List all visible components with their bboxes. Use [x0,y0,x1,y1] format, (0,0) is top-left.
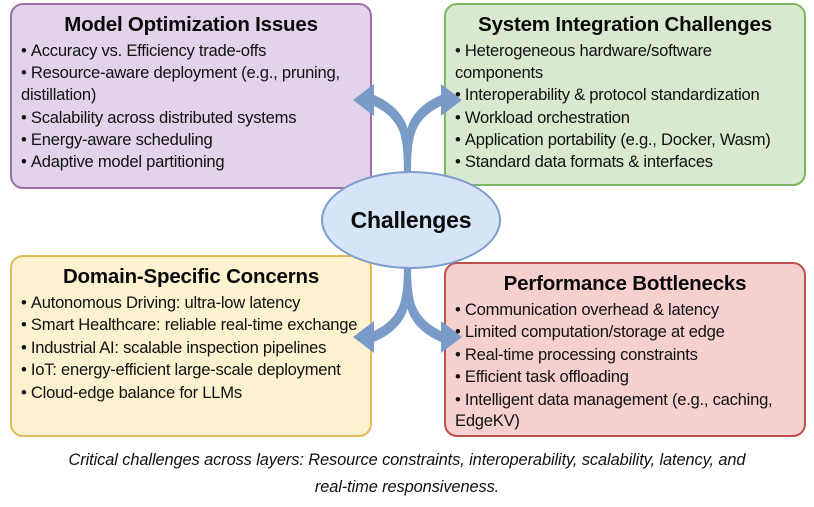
center-node-label: Challenges [350,206,472,233]
panel-model-optimization-issues[interactable]: Model Optimization Issues Accuracy vs. E… [10,3,372,189]
list-item: Real-time processing constraints [455,344,795,366]
list-item: Accuracy vs. Efficiency trade-offs [21,40,361,62]
panel-title: Domain-Specific Concerns [62,265,320,288]
list-item: IoT: energy-efficient large-scale deploy… [21,359,361,381]
panel-title: System Integration Challenges [478,13,772,36]
bullet-list: Communication overhead & latency Limited… [455,299,795,432]
panel-system-integration-challenges[interactable]: System Integration Challenges Heterogene… [444,3,806,186]
list-item: Resource-aware deployment (e.g., pruning… [21,62,361,106]
center-node-challenges[interactable]: Challenges [321,171,501,269]
list-item: Heterogeneous hardware/software componen… [455,40,795,84]
figure-caption: Critical challenges across layers: Resou… [68,451,746,496]
list-item: Intelligent data management (e.g., cachi… [455,389,795,433]
list-item: Autonomous Driving: ultra-low latency [21,292,361,314]
list-item: Energy-aware scheduling [21,129,361,151]
bullet-list: Heterogeneous hardware/software componen… [455,40,795,173]
list-item: Workload orchestration [455,107,795,129]
list-item: Communication overhead & latency [455,299,795,321]
list-item: Cloud-edge balance for LLMs [21,382,361,404]
list-item: Efficient task offloading [455,366,795,388]
panel-title: Model Optimization Issues [64,13,318,36]
panel-performance-bottlenecks[interactable]: Performance Bottlenecks Communication ov… [444,262,806,437]
bullet-list: Autonomous Driving: ultra-low latency Sm… [21,292,361,403]
list-item: Limited computation/storage at edge [455,321,795,343]
list-item: Industrial AI: scalable inspection pipel… [21,337,361,359]
panel-title: Performance Bottlenecks [503,272,747,295]
panel-domain-specific-concerns[interactable]: Domain-Specific Concerns Autonomous Driv… [10,255,372,437]
list-item: Smart Healthcare: reliable real-time exc… [21,314,361,336]
bullet-list: Accuracy vs. Efficiency trade-offs Resou… [21,40,361,173]
list-item: Application portability (e.g., Docker, W… [455,129,795,151]
list-item: Adaptive model partitioning [21,151,361,173]
list-item: Standard data formats & interfaces [455,151,795,173]
list-item: Interoperability & protocol standardizat… [455,84,795,106]
list-item: Scalability across distributed systems [21,107,361,129]
